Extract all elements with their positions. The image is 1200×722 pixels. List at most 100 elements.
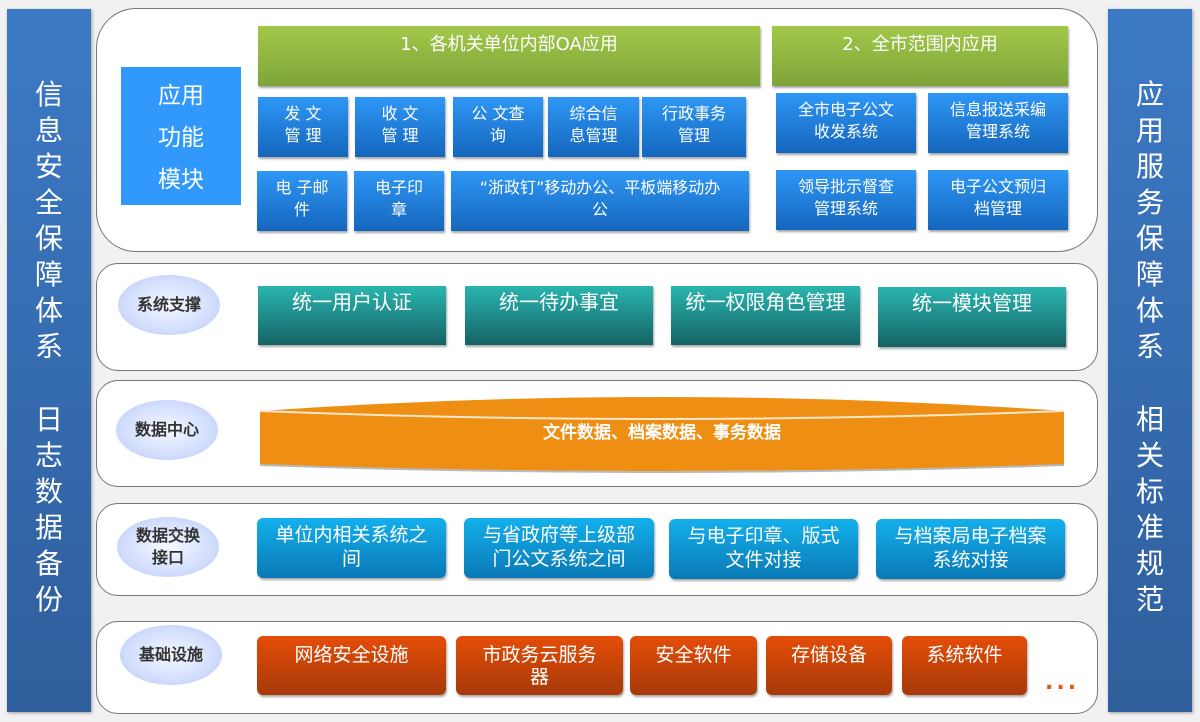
module-line: 管理系统: [965, 122, 1030, 141]
cylinder-body: [260, 397, 1064, 471]
app-module-info-management[interactable]: 综合信息管理: [548, 97, 639, 157]
infra-line: 系统软件: [926, 644, 1003, 666]
app-module-e-seal[interactable]: 电子印章: [354, 171, 444, 231]
more-ellipsis: ...: [1045, 670, 1080, 695]
system-support-label: 系统支撑: [118, 275, 220, 335]
infra-line: 网络安全设施: [294, 644, 409, 666]
layer-label-text: 数据交换: [135, 526, 200, 545]
exchange-line: 文件对接: [725, 549, 802, 571]
title-line: 功能: [158, 125, 204, 151]
app-module-pre-archive[interactable]: 电子公文预归档管理: [928, 170, 1068, 230]
char: 标: [1135, 475, 1164, 508]
app-module-email[interactable]: 电 子邮件: [257, 171, 347, 231]
title-line: 模块: [158, 167, 204, 193]
exchange-provincial-systems[interactable]: 与省政府等上级部门公文系统之间: [464, 518, 654, 578]
char: 障: [34, 258, 63, 291]
module-line: 息管理: [569, 126, 618, 145]
cylinder-rim: [259, 410, 1065, 420]
module-line: 收 文: [381, 104, 419, 123]
char: 备: [34, 547, 63, 580]
char: 系: [1135, 330, 1164, 363]
char: 准: [1135, 511, 1164, 544]
module-line: 件: [293, 200, 310, 219]
char: 日: [34, 403, 63, 436]
app-module-info-report[interactable]: 信息报送采编管理系统: [928, 93, 1068, 153]
data-cylinder: [259, 397, 1065, 473]
exchange-e-seal[interactable]: 与电子印章、版式文件对接: [669, 519, 858, 579]
char: 安: [34, 150, 63, 183]
module-line: 询: [489, 126, 506, 145]
app-module-receive-doc[interactable]: 收 文管 理: [355, 97, 445, 157]
support-todo[interactable]: 统一待办事宜: [465, 286, 653, 345]
char: 规: [1135, 547, 1164, 580]
infra-storage[interactable]: 存储设备: [766, 636, 892, 695]
exchange-line: 单位内相关系统之: [275, 524, 428, 546]
char: 志: [34, 439, 63, 472]
data-center-content: 文件数据、档案数据、事务数据: [258, 422, 1066, 448]
layer-label-text: 接口: [151, 548, 184, 567]
application-module-title: 应用 功能 模块: [121, 67, 241, 205]
app-module-doc-query[interactable]: 公 文查询: [453, 97, 543, 157]
exchange-line: 门公文系统之间: [492, 548, 626, 570]
module-line: 档管理: [973, 199, 1022, 218]
data-center-label: 数据中心: [116, 400, 218, 460]
char: 体: [34, 294, 63, 327]
char: 据: [34, 511, 63, 544]
module-line: 电 子邮: [275, 178, 329, 197]
infra-line: 存储设备: [790, 644, 867, 666]
char: 相: [1135, 403, 1164, 436]
exchange-internal-systems[interactable]: 单位内相关系统之间: [257, 518, 446, 578]
group1-header: 1、各机关单位内部OA应用: [258, 26, 760, 86]
exchange-line: 与档案局电子档案: [894, 525, 1047, 547]
infra-cloud-server[interactable]: 市政务云服务器: [456, 636, 623, 695]
group2-header: 2、全市范围内应用: [772, 26, 1068, 86]
module-line: 电子公文预归: [949, 177, 1046, 196]
app-module-city-doc-exchange[interactable]: 全市电子公文收发系统: [776, 93, 916, 153]
char: 保: [1135, 222, 1164, 255]
layer-label-text: 数据中心: [134, 420, 199, 439]
infra-network-security[interactable]: 网络安全设施: [257, 636, 446, 695]
char: 信: [34, 78, 63, 111]
char: 息: [34, 114, 63, 147]
layer-label-text: 基础设施: [138, 645, 203, 664]
app-module-mobile-office[interactable]: “浙政钉”移动办公、平板端移动办公: [451, 171, 749, 231]
module-line: 行政事务: [661, 104, 726, 123]
infra-line: 安全软件: [655, 644, 732, 666]
support-user-auth[interactable]: 统一用户认证: [258, 286, 446, 345]
title-line: 应用: [158, 83, 204, 109]
security-system-label: 信 息 安 全 保 障 体 系: [7, 77, 91, 365]
support-text: 统一用户认证: [292, 290, 412, 314]
exchange-line: 与电子印章、版式: [687, 525, 840, 547]
data-exchange-label: 数据交换接口: [117, 517, 219, 577]
module-line: 发 文: [284, 104, 322, 123]
app-module-admin-affairs[interactable]: 行政事务管理: [642, 97, 746, 157]
char: 范: [1135, 583, 1164, 616]
group1-title: 1、各机关单位内部OA应用: [400, 34, 618, 55]
module-line: 公 文查: [471, 104, 525, 123]
infra-security-software[interactable]: 安全软件: [630, 636, 757, 695]
char: 关: [1135, 439, 1164, 472]
cylinder-shadow: [259, 464, 1065, 473]
module-line: 全市电子公文: [797, 100, 894, 119]
char: 系: [34, 330, 63, 363]
char: 体: [1135, 294, 1164, 327]
support-text: 统一待办事宜: [499, 290, 619, 314]
exchange-line: 间: [341, 548, 361, 570]
exchange-line: 系统对接: [932, 549, 1009, 571]
char: 障: [1135, 258, 1164, 291]
module-line: 领导批示督查: [797, 177, 894, 196]
char: 务: [1135, 186, 1164, 219]
exchange-archive-bureau[interactable]: 与档案局电子档案系统对接: [876, 519, 1065, 579]
char: 应: [1135, 78, 1164, 111]
support-permission-role[interactable]: 统一权限角色管理: [671, 286, 860, 345]
support-module-management[interactable]: 统一模块管理: [878, 287, 1066, 347]
module-line: 电子印: [374, 178, 423, 197]
app-module-send-doc[interactable]: 发 文管 理: [258, 97, 348, 157]
layer-label-text: 系统支撑: [136, 295, 201, 314]
service-guarantee-label: 应 用 服 务 保 障 体 系: [1108, 77, 1192, 365]
app-module-leader-supervision[interactable]: 领导批示督查管理系统: [776, 170, 916, 230]
char: 服: [1135, 150, 1164, 183]
infra-system-software[interactable]: 系统软件: [902, 636, 1027, 695]
infra-line: 器: [529, 666, 549, 688]
left-sidebar-security: 信 息 安 全 保 障 体 系 日 志 数 据 备 份: [7, 9, 91, 712]
